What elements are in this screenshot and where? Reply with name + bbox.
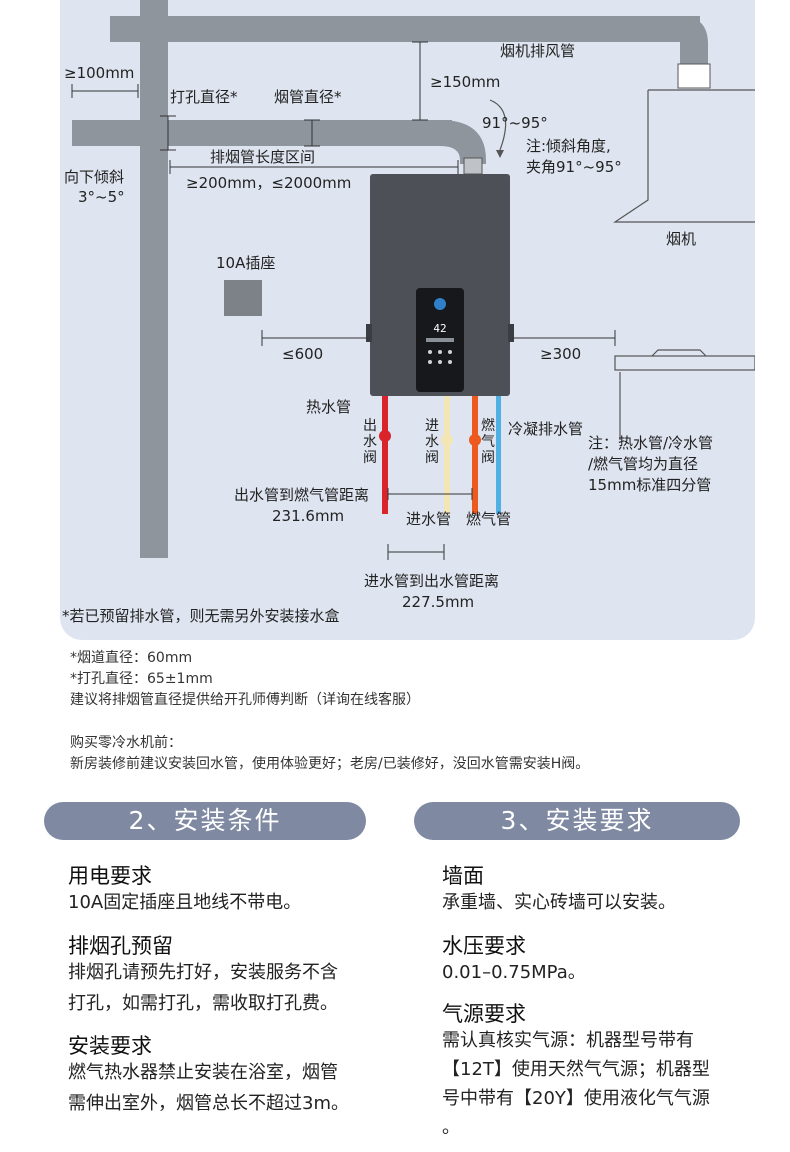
text-gas-source-4: 。: [442, 1117, 460, 1138]
exhaust-pipe-down: [680, 42, 708, 64]
label-angle-note-2: 夹角91°~95°: [526, 158, 622, 176]
label-dist-600: ≤600: [282, 345, 324, 363]
label-exhaust-pipe: 烟机排风管: [500, 42, 576, 60]
label-angle: 91°~95°: [482, 114, 548, 132]
label-inlet-pipe: 进水管: [406, 510, 452, 528]
heading-water-pressure: 水压要求: [442, 934, 526, 958]
text-gas-source-1: 需认真核实气源：机器型号带有: [442, 1030, 694, 1051]
label-gas-valve: 燃气阀: [481, 418, 495, 466]
label-gap-150: ≥150mm: [430, 73, 501, 91]
text-gas-source-3: 号中带有【20Y】使用液化气气源: [442, 1088, 710, 1109]
hood-exhaust-pipe: [110, 16, 700, 42]
label-range-hood: 烟机: [666, 230, 697, 248]
hot-water-pipe: [382, 396, 388, 514]
text-gas-source-2: 【12T】使用天然气气源；机器型: [442, 1059, 710, 1080]
label-inlet-outlet-distance: 进水管到出水管距离: [364, 572, 500, 590]
label-dist-300: ≥300: [540, 345, 582, 363]
section-title-install-requirements: 3、安装要求: [414, 802, 740, 840]
label-hole-diameter: 打孔直径*: [170, 88, 238, 106]
heading-flue-hole: 排烟孔预留: [68, 934, 173, 958]
label-drain-note: *若已预留排水管，则无需另外安装接水盒: [62, 607, 340, 625]
note-advice: 建议将排烟管直径提供给开孔师傅判断（详询在线客服）: [70, 692, 420, 708]
inlet-water-pipe: [444, 396, 450, 514]
label-pipe-note-2: /燃气管均为直径: [588, 455, 699, 473]
text-power: 10A固定插座且地线不带电。: [68, 892, 302, 913]
socket-10a: [224, 280, 262, 316]
label-hot-pipe: 热水管: [306, 398, 352, 416]
label-condensate-pipe: 冷凝排水管: [508, 420, 584, 438]
label-outlet-valve: 出水阀: [363, 418, 377, 466]
label-inlet-outlet-distance-value: 227.5mm: [402, 593, 475, 611]
text-installation-1: 燃气热水器禁止安装在浴室，烟管: [68, 1062, 338, 1083]
flue-connector: [463, 157, 483, 175]
diagram-graphics: 42: [71, 0, 755, 560]
heading-power: 用电要求: [68, 864, 152, 888]
label-pipe-note-3: 15mm标准四分管: [588, 476, 712, 494]
text-water-pressure: 0.01–0.75MPa。: [442, 962, 586, 983]
exhaust-collar: [677, 63, 711, 89]
heater-flue-pipe: [72, 120, 452, 146]
note-zero-cold-advice: 新房装修前建议安装回水管，使用体验更好；老房/已装修好，没回水管需安装H阀。: [70, 756, 590, 772]
note-flue-diameter: *烟道直径：60mm: [70, 650, 193, 666]
label-flue-range-value: ≥200mm，≤2000mm: [186, 174, 352, 192]
text-installation-2: 需伸出室外，烟管总长不超过3m。: [68, 1093, 349, 1114]
label-outlet-gas-distance-value: 231.6mm: [272, 507, 345, 525]
heading-wall: 墙面: [442, 864, 484, 888]
label-tilt-1: 向下倾斜: [64, 168, 125, 186]
gas-pipe: [472, 396, 478, 514]
label-tilt-2: 3°~5°: [78, 188, 125, 206]
text-wall: 承重墙、实心砖墙可以安装。: [442, 892, 676, 913]
vertical-flue: [140, 0, 168, 558]
label-flue-range: 排烟管长度区间: [210, 148, 316, 166]
label-pipe-note-1: 注：热水管/冷水管: [588, 434, 714, 452]
label-socket: 10A插座: [216, 254, 276, 272]
heading-installation: 安装要求: [68, 1034, 152, 1058]
text-flue-hole-2: 打孔，如需打孔，需收取打孔费。: [68, 993, 338, 1014]
label-inlet-valve: 进水阀: [425, 418, 439, 466]
flue-elbow: [440, 120, 486, 164]
label-angle-note-1: 注:倾斜角度,: [526, 137, 611, 155]
water-heater-body: [370, 174, 510, 396]
notes-block: *烟道直径：60mm *打孔直径：65±1mm 建议将排烟管直径提供给开孔师傅判…: [70, 648, 420, 711]
condensate-pipe: [496, 396, 501, 514]
notes-block-zero-cold: 购买零冷水机前： 新房装修前建议安装回水管，使用体验更好；老房/已装修好，没回水…: [70, 733, 589, 775]
range-hood-outline: [613, 89, 755, 223]
note-hole-diameter: *打孔直径：65±1mm: [70, 671, 213, 687]
label-gap-100: ≥100mm: [64, 64, 135, 82]
note-zero-cold-title: 购买零冷水机前：: [70, 735, 182, 751]
label-gas-pipe: 燃气管: [466, 510, 512, 528]
installation-diagram: 42 烟机排风管 ≥100mm 打孔直径* 烟管直径* ≥150mm 91°~9…: [60, 0, 755, 640]
display-temperature: 42: [433, 322, 446, 335]
heading-gas-source: 气源要求: [442, 1002, 526, 1026]
section-title-install-conditions: 2、安装条件: [44, 802, 366, 840]
text-flue-hole-1: 排烟孔请预先打好，安装服务不含: [68, 962, 338, 983]
label-pipe-diameter: 烟管直径*: [274, 88, 342, 106]
label-outlet-gas-distance: 出水管到燃气管距离: [234, 486, 370, 504]
